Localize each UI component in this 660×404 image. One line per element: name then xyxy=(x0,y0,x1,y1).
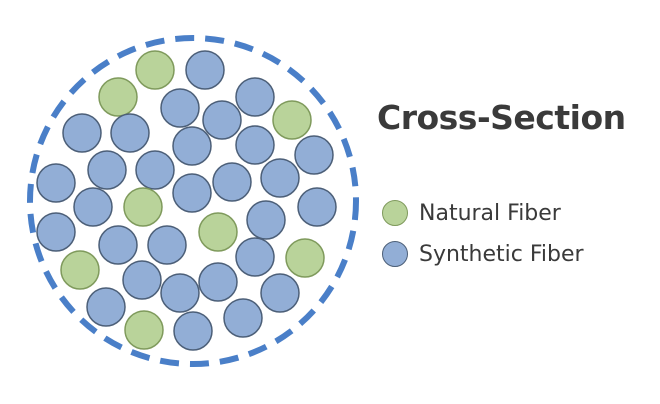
synthetic-fiber xyxy=(297,187,337,227)
synthetic-fiber xyxy=(135,150,175,190)
natural-fiber-swatch xyxy=(382,200,408,226)
diagram-title: Cross-Section xyxy=(377,98,626,137)
synthetic-fiber xyxy=(62,113,102,153)
synthetic-fiber xyxy=(122,260,162,300)
synthetic-fiber xyxy=(86,287,126,327)
legend-item-synthetic: Synthetic Fiber xyxy=(382,240,584,268)
synthetic-fiber xyxy=(198,262,238,302)
synthetic-fiber xyxy=(73,187,113,227)
cross-section-diagram xyxy=(27,35,359,367)
synthetic-fiber xyxy=(235,125,275,165)
legend-item-natural: Natural Fiber xyxy=(382,199,584,227)
synthetic-fiber xyxy=(147,225,187,265)
synthetic-fiber xyxy=(87,150,127,190)
natural-fiber xyxy=(60,250,100,290)
synthetic-fiber xyxy=(202,100,242,140)
synthetic-fiber xyxy=(235,237,275,277)
synthetic-fiber xyxy=(172,126,212,166)
synthetic-fiber xyxy=(246,200,286,240)
synthetic-fiber xyxy=(160,273,200,313)
natural-fiber xyxy=(272,100,312,140)
natural-fiber xyxy=(123,187,163,227)
synthetic-fiber xyxy=(160,88,200,128)
natural-fiber xyxy=(124,310,164,350)
synthetic-fiber xyxy=(110,113,150,153)
synthetic-fiber xyxy=(173,311,213,351)
natural-fiber xyxy=(135,50,175,90)
synthetic-fiber xyxy=(294,135,334,175)
legend-label-natural: Natural Fiber xyxy=(419,200,561,226)
fiber-group xyxy=(36,50,337,351)
synthetic-fiber xyxy=(260,158,300,198)
synthetic-fiber xyxy=(235,77,275,117)
synthetic-fiber xyxy=(223,298,263,338)
synthetic-fiber xyxy=(212,162,252,202)
synthetic-fiber xyxy=(98,225,138,265)
synthetic-fiber xyxy=(185,50,225,90)
synthetic-fiber xyxy=(36,163,76,203)
synthetic-fiber xyxy=(172,173,212,213)
legend: Natural Fiber Synthetic Fiber xyxy=(382,199,584,281)
synthetic-fiber xyxy=(36,212,76,252)
legend-label-synthetic: Synthetic Fiber xyxy=(419,241,584,267)
natural-fiber xyxy=(98,77,138,117)
natural-fiber xyxy=(285,238,325,278)
cross-section-boundary xyxy=(27,35,359,367)
natural-fiber xyxy=(198,212,238,252)
synthetic-fiber xyxy=(260,273,300,313)
synthetic-fiber-swatch xyxy=(382,241,408,267)
